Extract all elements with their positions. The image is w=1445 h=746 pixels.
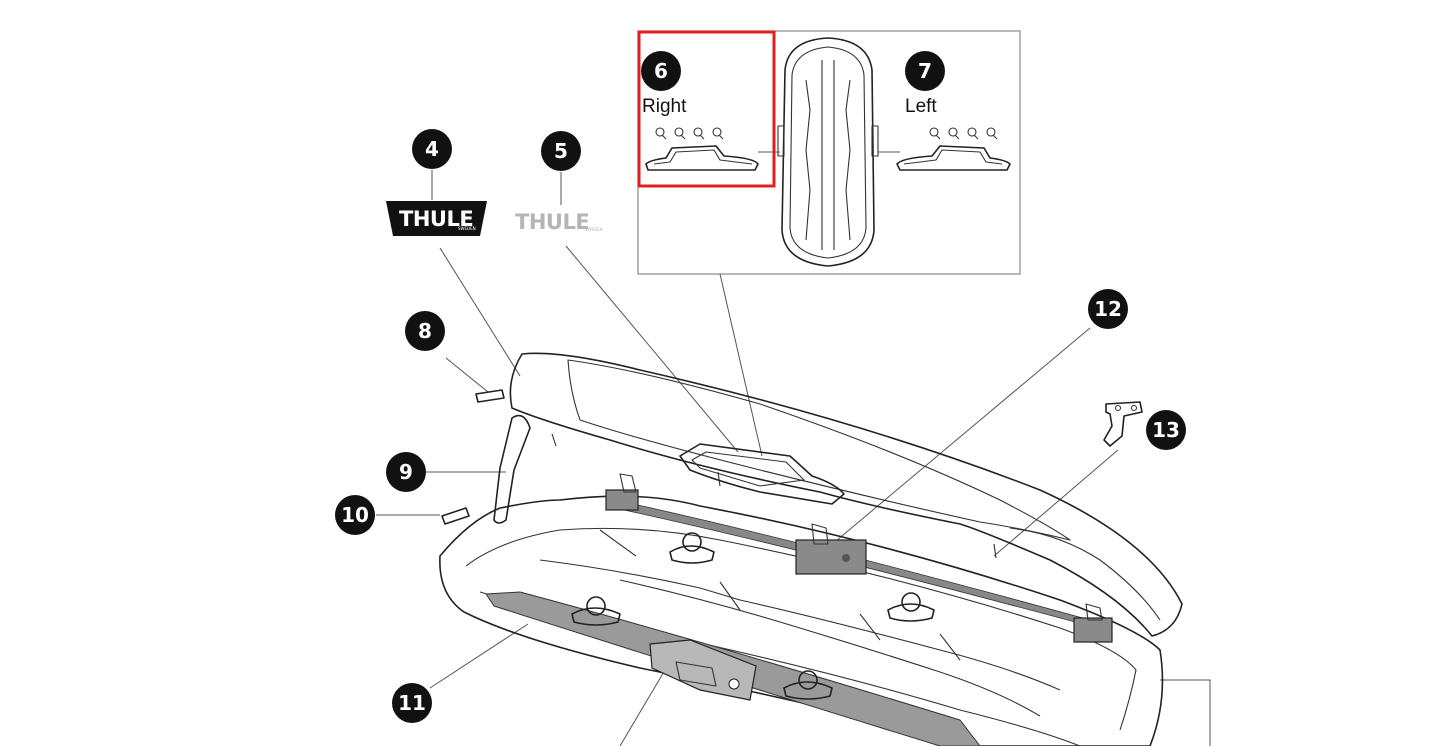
left-screws [929, 127, 998, 140]
callout-4: 4 [412, 129, 452, 169]
grey-logo-text: THULE [515, 210, 589, 234]
latch-right [1073, 603, 1113, 643]
svg-text:6: 6 [654, 59, 668, 83]
part-10-pad [441, 507, 470, 525]
callout-10: 10 [335, 495, 375, 535]
handle-inset-panel: Right Left [637, 30, 1021, 275]
svg-text:12: 12 [1094, 297, 1122, 321]
svg-text:10: 10 [341, 503, 369, 527]
black-thule-logo: THULE SWEDEN [386, 201, 487, 236]
callout-13: 13 [1146, 410, 1186, 450]
right-label: Right [642, 96, 687, 117]
box-top-view [777, 37, 879, 267]
grey-logo-subtext: SWEDEN [585, 227, 603, 232]
svg-text:8: 8 [418, 319, 432, 343]
latch-left [605, 473, 639, 511]
svg-text:13: 13 [1152, 418, 1180, 442]
right-handle-part [645, 127, 759, 171]
grey-thule-logo: THULE SWEDEN [515, 210, 603, 234]
right-screws [655, 127, 724, 140]
black-logo-subtext: SWEDEN [458, 226, 476, 231]
svg-text:7: 7 [918, 59, 932, 83]
callout-11: 11 [392, 683, 432, 723]
mounting-knobs [571, 532, 935, 700]
black-logo-text: THULE [399, 207, 473, 231]
svg-text:5: 5 [554, 139, 568, 163]
roof-box-main [439, 352, 1183, 746]
callout-9: 9 [386, 452, 426, 492]
left-label: Left [905, 96, 937, 117]
svg-text:11: 11 [398, 691, 426, 715]
front-lock-handle [649, 639, 757, 701]
part-13-hinge [1103, 401, 1143, 447]
right-handle-highlight [637, 30, 776, 188]
svg-text:4: 4 [425, 137, 439, 161]
latch-center-12 [795, 523, 867, 575]
left-handle-part [896, 127, 1011, 171]
leader-lines [376, 170, 1211, 746]
svg-text:9: 9 [399, 460, 413, 484]
callout-8: 8 [405, 311, 445, 351]
callout-7: 7 [905, 51, 945, 91]
part-8-pad [475, 389, 505, 403]
callout-6: 6 [641, 51, 681, 91]
callout-12: 12 [1088, 289, 1128, 329]
callout-5: 5 [541, 131, 581, 171]
